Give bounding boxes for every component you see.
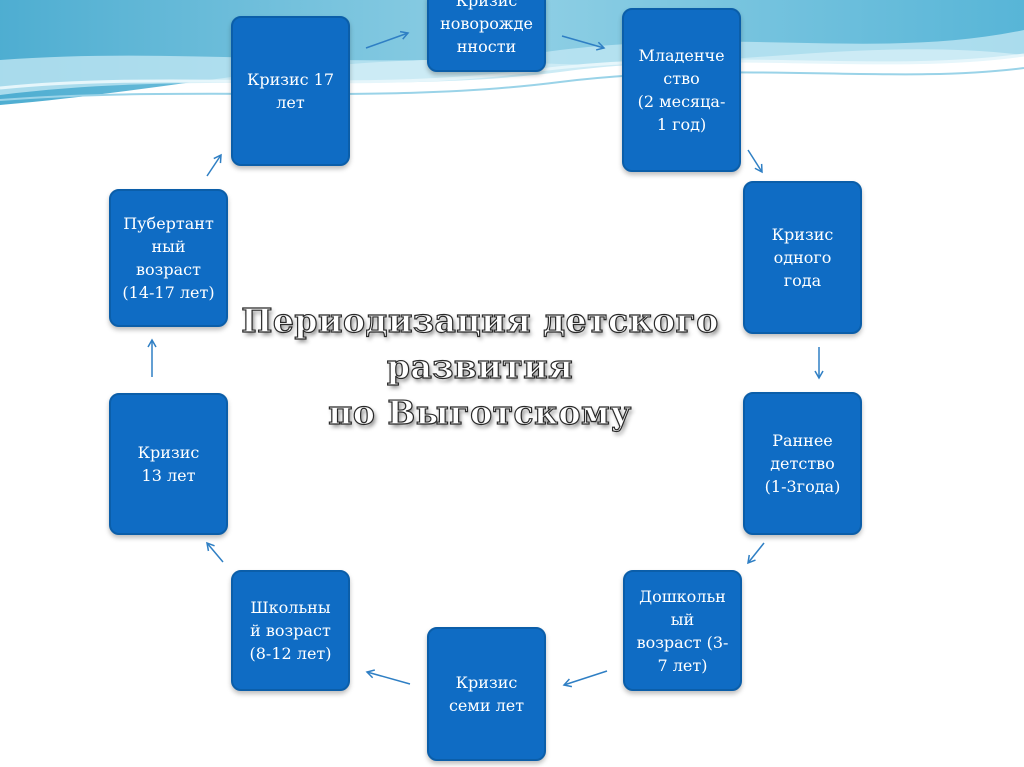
arrow-pubertal-to-crisis17 [206, 153, 222, 177]
node-crisis-13: Кризис 13 лет [109, 393, 228, 535]
title-line-2: развития [386, 346, 574, 386]
node-crisis-17: Кризис 17 лет [231, 16, 350, 166]
node-crisis-newborn: Кризис новорожде нности [427, 0, 546, 72]
arrow-newborn-to-infancy [561, 35, 606, 51]
arrow-infancy-to-crisis1 [747, 149, 763, 174]
node-crisis-newborn-label: Кризис новорожде нности [440, 0, 533, 56]
arrow-preschool-to-crisis7 [562, 670, 608, 688]
node-crisis-17-label: Кризис 17 лет [246, 70, 335, 112]
node-infancy-label: Младенче ство (2 месяца- 1 год) [637, 46, 726, 134]
node-crisis-one-year: Кризис одного года [743, 181, 862, 334]
node-school-age-label: Школьны й возраст (8-12 лет) [249, 598, 332, 663]
node-preschool: Дошкольн ый возраст (3- 7 лет) [623, 570, 742, 691]
node-pubertal: Пубертант ный возраст (14-17 лет) [109, 189, 228, 327]
title-line-1: Периодизация детского [241, 300, 719, 340]
arrow-school-to-crisis13 [206, 541, 224, 563]
arrow-crisis7-to-school [365, 669, 411, 685]
node-pubertal-label: Пубертант ный возраст (14-17 лет) [122, 214, 215, 302]
title-line-3: по Выготскому [328, 392, 632, 432]
node-crisis-seven: Кризис семи лет [427, 627, 546, 761]
node-crisis-one-year-label: Кризис одного года [771, 225, 834, 290]
node-early-childhood-label: Раннее детство (1-3года) [764, 431, 841, 496]
diagram-title: Периодизация детского развития по Выготс… [200, 298, 760, 436]
node-crisis-seven-label: Кризис семи лет [448, 673, 525, 715]
arrow-crisis17-to-newborn [365, 30, 410, 49]
node-infancy: Младенче ство (2 месяца- 1 год) [622, 8, 741, 172]
node-early-childhood: Раннее детство (1-3года) [743, 392, 862, 535]
node-preschool-label: Дошкольн ый возраст (3- 7 лет) [636, 586, 729, 675]
node-crisis-13-label: Кризис 13 лет [137, 443, 200, 485]
arrow-early-to-preschool [747, 542, 765, 565]
node-school-age: Школьны й возраст (8-12 лет) [231, 570, 350, 691]
